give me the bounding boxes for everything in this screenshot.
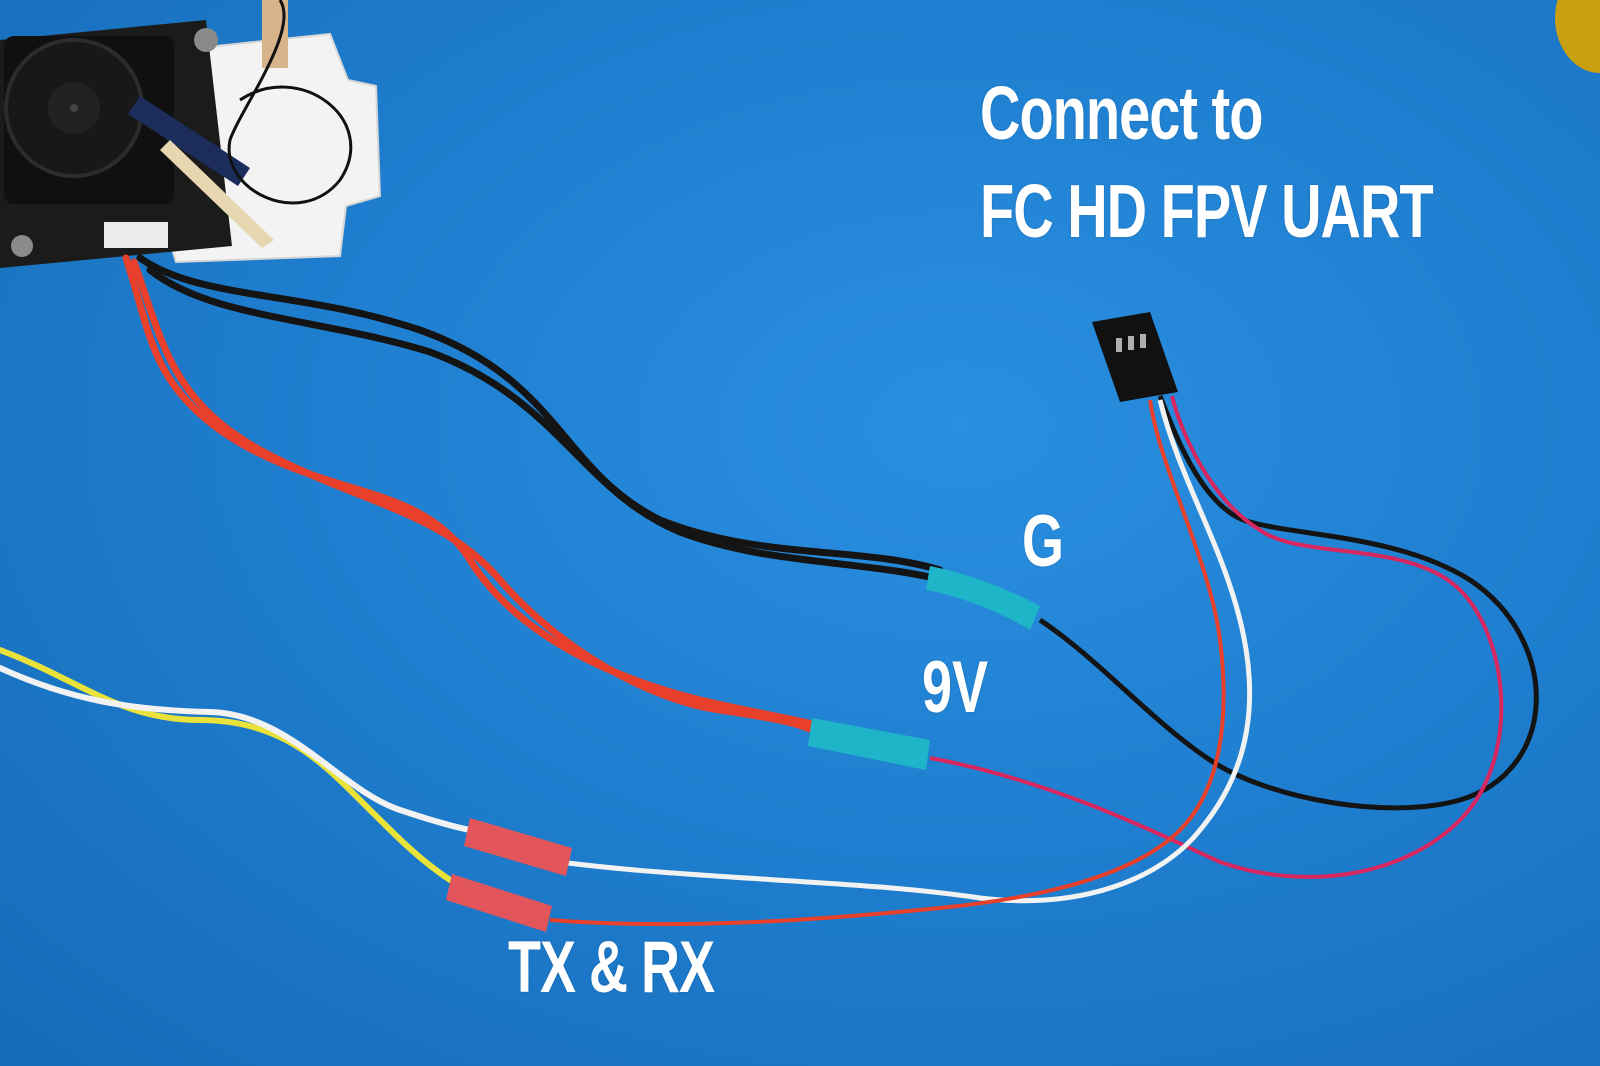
connector-plug bbox=[1092, 312, 1178, 402]
yellow-white-twisted-pair bbox=[0, 647, 473, 883]
white-wire-to-connector bbox=[559, 399, 1253, 904]
heat-shrink-ground bbox=[926, 566, 1040, 630]
red-wire-pair bbox=[122, 254, 824, 738]
yellow-object-corner bbox=[1555, 0, 1600, 73]
title-line-1: Connect to bbox=[980, 69, 1263, 155]
ground-label: G bbox=[1022, 501, 1065, 583]
red-data-wire-to-connector bbox=[549, 399, 1226, 927]
pink-wire-to-connector bbox=[929, 395, 1504, 879]
black-wire-to-connector bbox=[1038, 395, 1539, 811]
cooling-fan bbox=[4, 36, 174, 204]
power-label: 9V bbox=[922, 647, 989, 729]
data-label: TX & RX bbox=[508, 927, 715, 1009]
heat-shrink-rx bbox=[446, 874, 552, 932]
heat-shrink-tx bbox=[464, 818, 572, 876]
black-wire-pair bbox=[136, 254, 954, 586]
thin-black-loop bbox=[227, 0, 353, 205]
camera-module bbox=[0, 20, 274, 268]
title-line-2: FC HD FPV UART bbox=[980, 167, 1434, 253]
heat-shrink-power bbox=[808, 718, 930, 770]
